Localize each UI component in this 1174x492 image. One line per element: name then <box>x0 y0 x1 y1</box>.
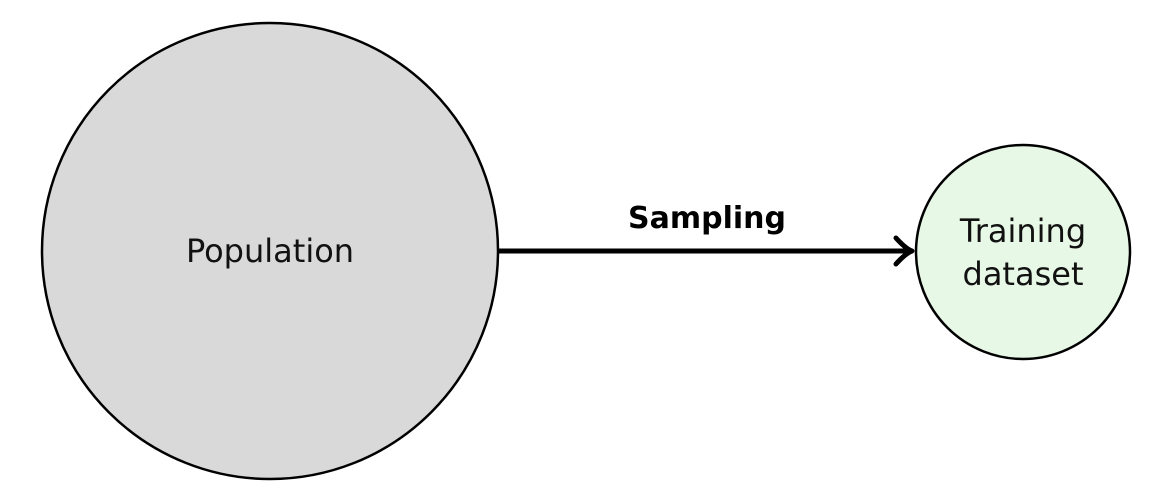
population-node: Population <box>40 21 500 481</box>
sampling-arrowhead-icon <box>893 235 915 267</box>
training-dataset-node: Training dataset <box>914 143 1132 361</box>
training-dataset-label-line1: Training <box>959 212 1086 250</box>
population-label: Population <box>186 232 354 270</box>
population-circle <box>40 21 500 481</box>
training-dataset-circle <box>914 143 1132 361</box>
training-dataset-label-line2: dataset <box>963 255 1084 293</box>
sampling-label: Sampling <box>628 201 786 236</box>
sampling-edge: Sampling <box>499 201 915 267</box>
